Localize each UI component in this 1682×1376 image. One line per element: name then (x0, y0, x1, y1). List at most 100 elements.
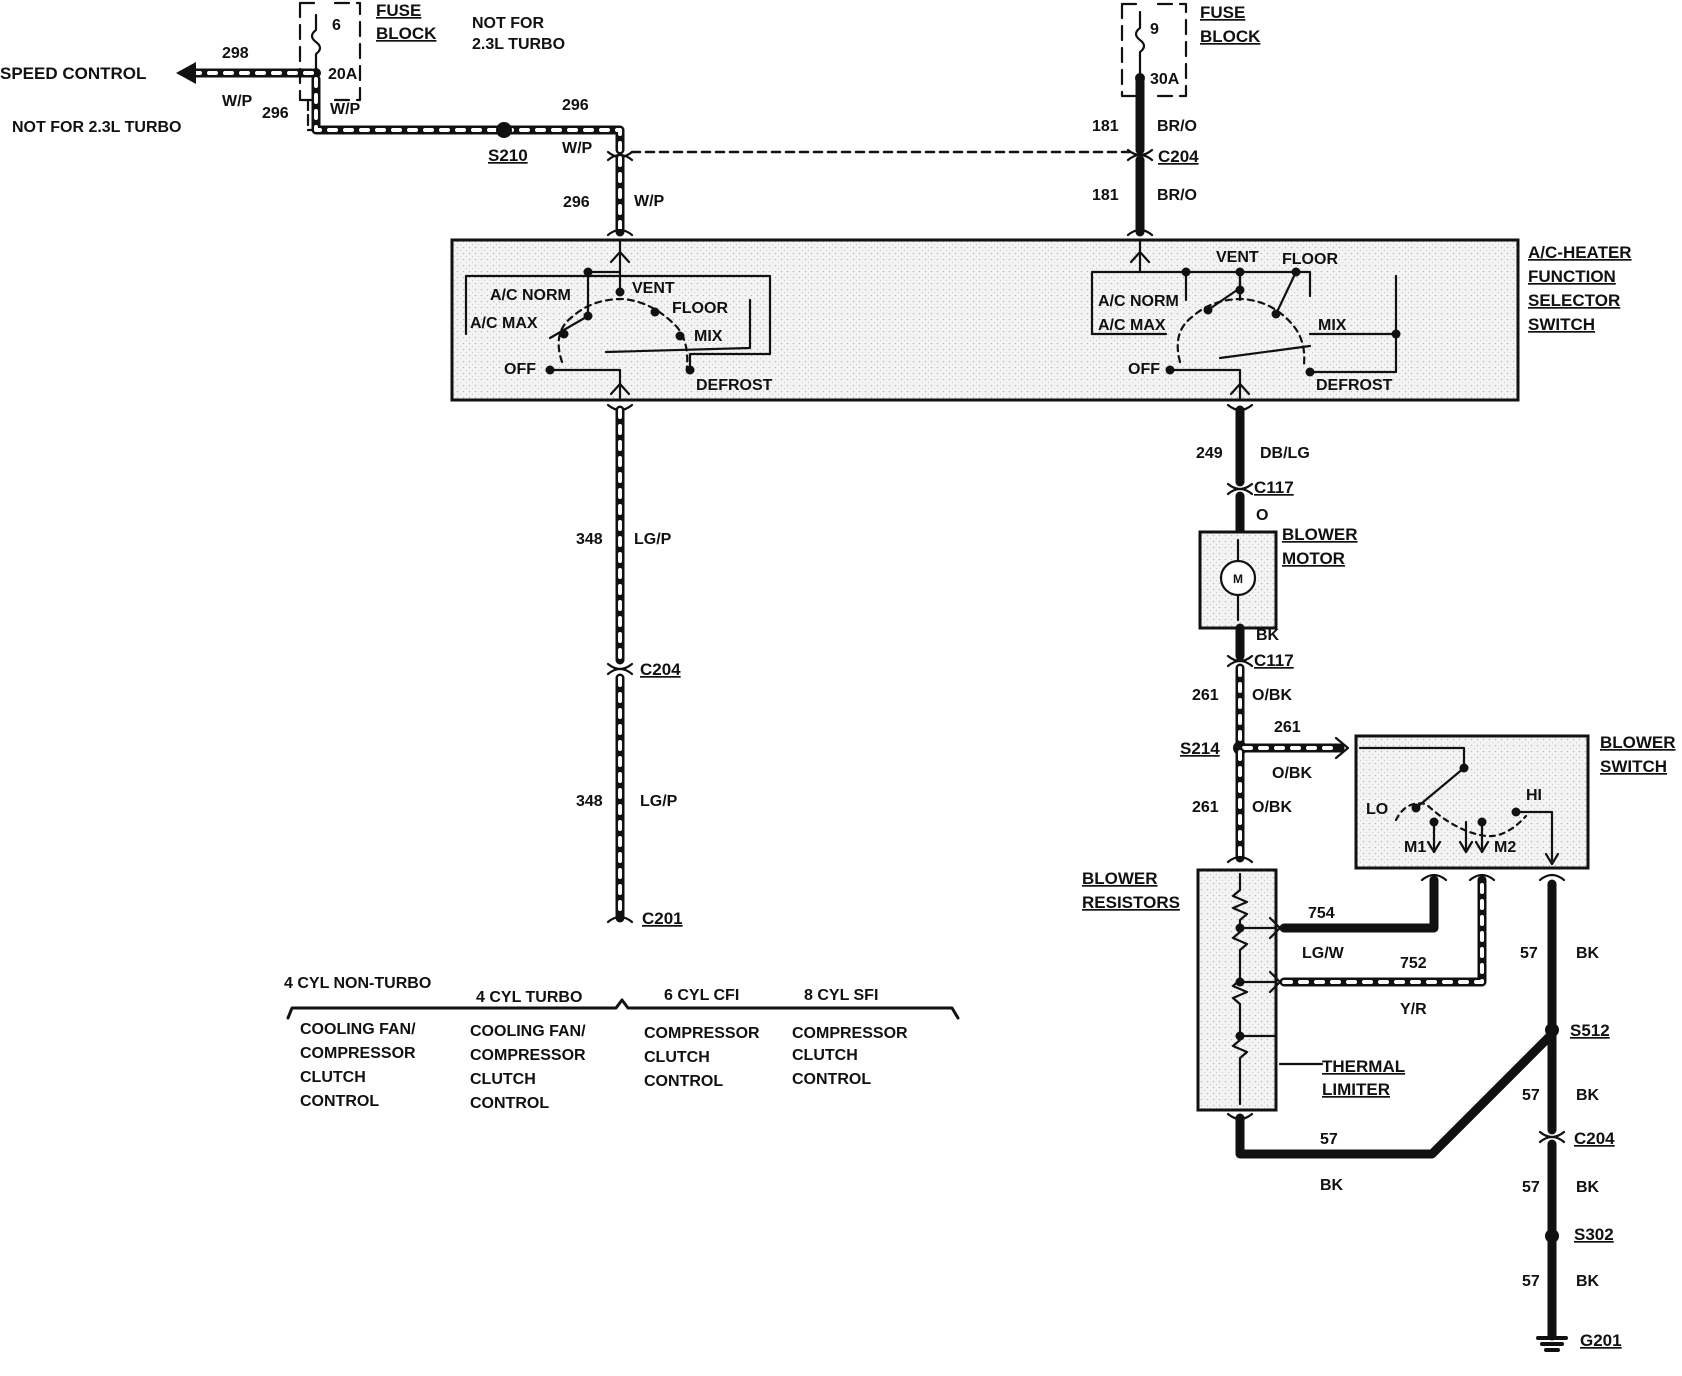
application-text: CONTROL (300, 1093, 379, 1110)
circuit-number: 261 (1274, 719, 1301, 736)
ground-icon (1536, 1336, 1568, 1352)
circuit-number: 296 (562, 97, 589, 114)
circuit-number: 261 (1192, 799, 1219, 816)
circuit-number: 57 (1522, 1179, 1540, 1196)
application-text: CONTROL (644, 1073, 723, 1090)
wire-color: DB/LG (1260, 445, 1310, 462)
circuit-number: 57 (1520, 945, 1538, 962)
selector-title: FUNCTION (1528, 267, 1616, 286)
circuit-number: 754 (1308, 905, 1335, 922)
application-text: COMPRESSOR (644, 1025, 760, 1042)
switch-position: MIX (1318, 317, 1347, 334)
splice-s512-label: S512 (1570, 1021, 1610, 1040)
switch-position: M2 (1494, 839, 1516, 856)
turbo-note: 2.3L TURBO (472, 36, 565, 53)
application-table: 4 CYL NON-TURBO 4 CYL TURBO 6 CYL CFI 8 … (284, 975, 960, 1112)
blower-resistors-title: BLOWER (1082, 869, 1158, 888)
wire-color: O/BK (1252, 687, 1292, 704)
fuse-block-title: FUSE (376, 1, 421, 20)
switch-position: A/C NORM (1098, 293, 1179, 310)
wire-color: O/BK (1272, 765, 1312, 782)
ground-circuit: 57 BK 57 BK S512 57 BK C204 57 BK S302 5… (1226, 873, 1622, 1352)
fuse-icon (310, 13, 322, 74)
connector-c201-label: C201 (642, 909, 683, 928)
connector-c204-label: C204 (1574, 1129, 1615, 1148)
fuse-icon (1134, 10, 1146, 78)
switch-position: A/C NORM (490, 287, 571, 304)
ground-g201-label: G201 (1580, 1331, 1622, 1350)
wire-color: LG/W (1302, 945, 1345, 962)
connector-c204-label: C204 (640, 660, 681, 679)
wire-color: W/P (330, 101, 361, 118)
circuit-number: 57 (1522, 1087, 1540, 1104)
application-text: COMPRESSOR (300, 1045, 416, 1062)
connector-c117-label: C117 (1254, 478, 1294, 497)
switch-position: DEFROST (696, 377, 773, 394)
circuit-number: 57 (1320, 1131, 1338, 1148)
application-text: COMPRESSOR (470, 1047, 586, 1064)
selector-left-section: A/C NORM A/C MAX VENT FLOOR MIX OFF DEFR… (464, 238, 773, 400)
connector-c117-label: C117 (1254, 651, 1294, 670)
circuit-number: 181 (1092, 187, 1119, 204)
wire-color: W/P (562, 140, 593, 157)
wire-348: 348 LG/P C204 348 LG/P C201 (576, 403, 683, 928)
application-text: CLUTCH (792, 1047, 858, 1064)
wire-754: 754 LG/W (1279, 873, 1448, 962)
switch-position: MIX (694, 328, 723, 345)
fuse-number: 6 (332, 17, 341, 34)
fuse-block-title: FUSE (1200, 3, 1245, 22)
circuit-number: 348 (576, 793, 603, 810)
splice-s214-label: S214 (1180, 739, 1220, 758)
application-text: COMPRESSOR (792, 1025, 908, 1042)
application-header: 8 CYL SFI (804, 987, 878, 1004)
connector-c204-label: C204 (1158, 147, 1199, 166)
wire-color: BK (1576, 945, 1600, 962)
wire-color: BK (1576, 1273, 1600, 1290)
speed-control-label: SPEED CONTROL (0, 64, 146, 83)
thermal-limiter-label: THERMAL (1322, 1057, 1405, 1076)
switch-position: LO (1366, 801, 1388, 818)
blower-switch: BLOWER SWITCH LO M1 M2 HI (1354, 733, 1676, 870)
switch-position: M1 (1404, 839, 1426, 856)
turbo-note: NOT FOR 2.3L TURBO (12, 119, 182, 136)
splice-dot (496, 122, 512, 138)
switch-position: FLOOR (672, 300, 728, 317)
switch-position: VENT (632, 280, 675, 297)
application-text: CONTROL (470, 1095, 549, 1112)
function-selector-switch: A/C-HEATER FUNCTION SELECTOR SWITCH A/C … (450, 238, 1632, 402)
application-header: 4 CYL NON-TURBO (284, 975, 431, 992)
circuit-number: 296 (262, 105, 289, 122)
wire-261: BK C117 261 O/BK S214 261 O/BK 261 O/BK (1180, 623, 1350, 864)
wire-color: O (1256, 507, 1268, 524)
motor-icon (1219, 559, 1257, 597)
splice-s302-label: S302 (1574, 1225, 1614, 1244)
wire-color: BK (1576, 1087, 1600, 1104)
wire-296: S210 296 W/P 296 W/P (306, 74, 1132, 237)
wire-color: BK (1256, 627, 1280, 644)
blower-switch-title: BLOWER (1600, 733, 1676, 752)
circuit-number: 348 (576, 531, 603, 548)
wire-249: 249 DB/LG C117 O (1196, 403, 1310, 537)
wire-color: LG/P (640, 793, 678, 810)
fuse-block-title: BLOCK (376, 24, 437, 43)
application-text: CLUTCH (644, 1049, 710, 1066)
selector-right-section: VENT FLOOR A/C NORM A/C MAX MIX OFF DEFR… (1090, 238, 1401, 400)
selector-title: A/C-HEATER (1528, 243, 1632, 262)
fuse-block-title: BLOCK (1200, 27, 1261, 46)
switch-position: HI (1526, 787, 1542, 804)
application-text: COOLING FAN/ (470, 1023, 586, 1040)
fuse-rating: 20A (328, 66, 358, 83)
wire-752: 752 Y/R (1279, 873, 1496, 1018)
wire-181: 181 BR/O C204 181 BR/O (1092, 75, 1199, 237)
splice-s210-label: S210 (488, 146, 528, 165)
fuse-block-left: 6 20A FUSE BLOCK NOT FOR 2.3L TURBO (298, 1, 565, 102)
resistor-icon (1231, 872, 1249, 1106)
switch-position: OFF (504, 361, 536, 378)
thermal-limiter-label: LIMITER (1322, 1080, 1390, 1099)
selector-title: SWITCH (1528, 315, 1595, 334)
switch-position: A/C MAX (1098, 317, 1166, 334)
switch-position: DEFROST (1316, 377, 1393, 394)
blower-motor-title: MOTOR (1282, 549, 1345, 568)
wire-color: BK (1576, 1179, 1600, 1196)
